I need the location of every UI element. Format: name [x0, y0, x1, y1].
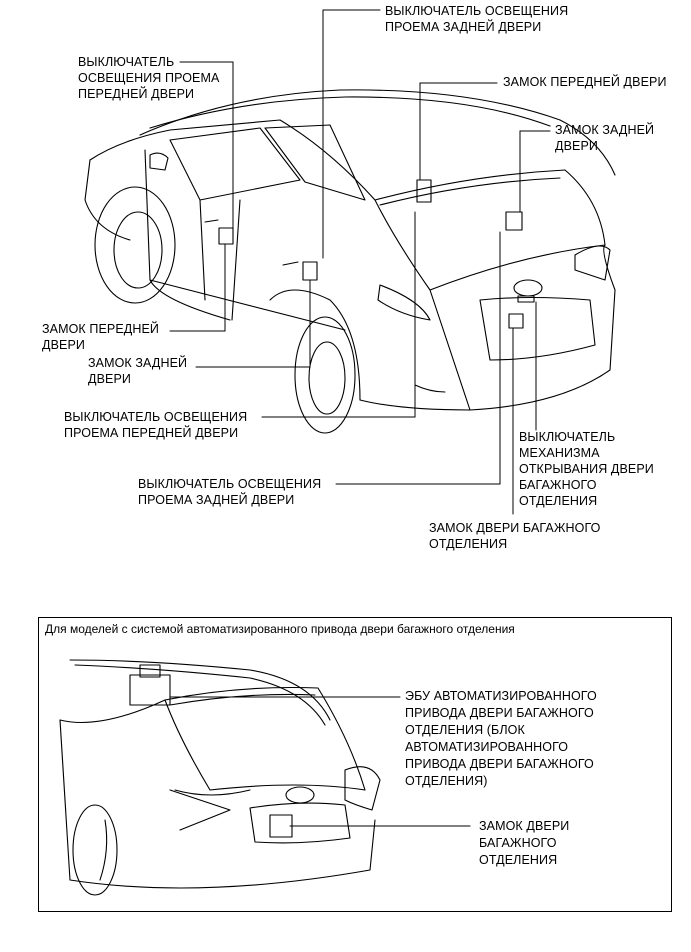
label-inset-back-door-lock: ЗАМОК ДВЕРИ БАГАЖНОГО ОТДЕЛЕНИЯ: [479, 819, 570, 867]
label-rear-door-courtesy-switch-bottom: ВЫКЛЮЧАТЕЛЬ ОСВЕЩЕНИЯ ПРОЕМА ЗАДНЕЙ ДВЕР…: [138, 477, 322, 507]
label-front-door-lock-right: ЗАМОК ПЕРЕДНЕЙ ДВЕРИ: [503, 75, 667, 89]
label-rear-door-lock-right: ЗАМОК ЗАДНЕЙ ДВЕРИ: [555, 123, 655, 153]
label-back-door-lock: ЗАМОК ДВЕРИ БАГАЖНОГО ОТДЕЛЕНИЯ: [429, 521, 601, 551]
label-front-door-lock-left: ЗАМОК ПЕРЕДНЕЙ ДВЕРИ: [42, 322, 159, 352]
label-rear-door-lock-left: ЗАМОК ЗАДНЕЙ ДВЕРИ: [88, 356, 188, 386]
suv-rear-three-quarter-illustration: [84, 9, 616, 515]
label-rear-door-courtesy-switch-top: ВЫКЛЮЧАТЕЛЬ ОСВЕЩЕНИЯ ПРОЕМА ЗАДНЕЙ ДВЕР…: [385, 4, 569, 34]
power-back-door-inset-frame: [38, 617, 672, 912]
label-front-door-courtesy-switch-top: ВЫКЛЮЧАТЕЛЬ ОСВЕЩЕНИЯ ПРОЕМА ПЕРЕДНЕЙ ДВ…: [78, 55, 220, 101]
label-front-door-courtesy-switch-bottom: ВЫКЛЮЧАТЕЛЬ ОСВЕЩЕНИЯ ПРОЕМА ПЕРЕДНЕЙ ДВ…: [64, 410, 248, 440]
label-power-back-door-ecu: ЭБУ АВТОМАТИЗИРОВАННОГО ПРИВОДА ДВЕРИ БА…: [405, 689, 597, 788]
inset-caption: Для моделей с системой автоматизированно…: [45, 622, 515, 636]
label-back-door-opener-switch: ВЫКЛЮЧАТЕЛЬ МЕХАНИЗМА ОТКРЫВАНИЯ ДВЕРИ Б…: [519, 430, 654, 508]
